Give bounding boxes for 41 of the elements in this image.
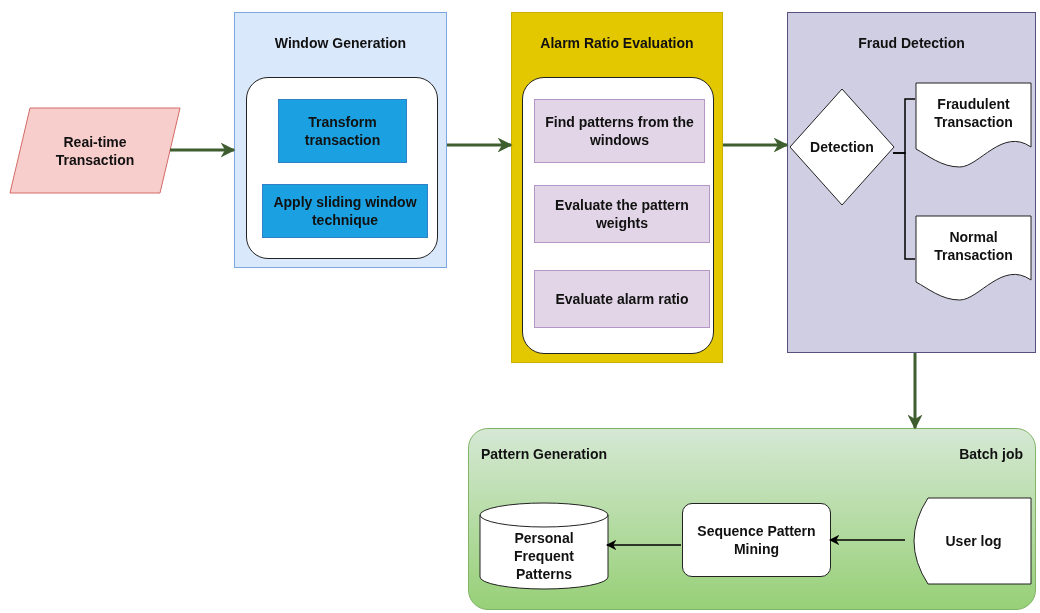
process-box [262, 184, 428, 238]
panel-heading: Batch job [959, 445, 1023, 463]
node-label: Personal Frequent Patterns [513, 529, 575, 583]
node-label: Reai-time Transaction [54, 132, 136, 169]
node-label: Find patterns from the windows [544, 113, 695, 149]
node-label: Normal Transaction [933, 228, 1014, 264]
arrow [828, 534, 906, 546]
decision-diamond [790, 89, 894, 205]
stage-panel [511, 12, 723, 363]
process-box [534, 270, 710, 328]
database-cylinder [480, 503, 608, 589]
process-box [278, 99, 407, 163]
process-box [534, 185, 710, 243]
panel-heading: Alarm Ratio Evaluation [539, 34, 695, 52]
arrow [907, 353, 923, 430]
batch-panel [468, 428, 1036, 610]
process-box [534, 99, 705, 163]
node-label: Sequence Pattern Mining [696, 522, 817, 558]
arrow [170, 142, 236, 158]
panel-heading: Window Generation [273, 34, 408, 52]
rounded-box [246, 77, 438, 259]
node-label: Evaluate the pattern weights [554, 196, 690, 232]
node-label: Evaluate alarm ratio [554, 290, 690, 308]
process-box [682, 503, 831, 577]
arrow [447, 137, 513, 153]
node-label: Fraudulent Transaction [933, 95, 1014, 131]
node-label: Transform transaction [303, 113, 382, 149]
document-shape [916, 216, 1031, 302]
node-label: User log [944, 532, 1003, 550]
stage-panel [234, 12, 447, 268]
input-parallelogram [10, 108, 180, 193]
panel-heading: Fraud Detection [857, 34, 966, 52]
arrow [605, 539, 682, 551]
arrow [723, 137, 789, 153]
node-label: Detection [809, 138, 875, 156]
rounded-box [522, 77, 714, 354]
node-label: Apply sliding window technique [272, 193, 418, 229]
panel-heading: Pattern Generation [481, 445, 608, 463]
document-shape [916, 83, 1031, 169]
stage-panel [787, 12, 1036, 353]
connector-line [892, 152, 916, 260]
